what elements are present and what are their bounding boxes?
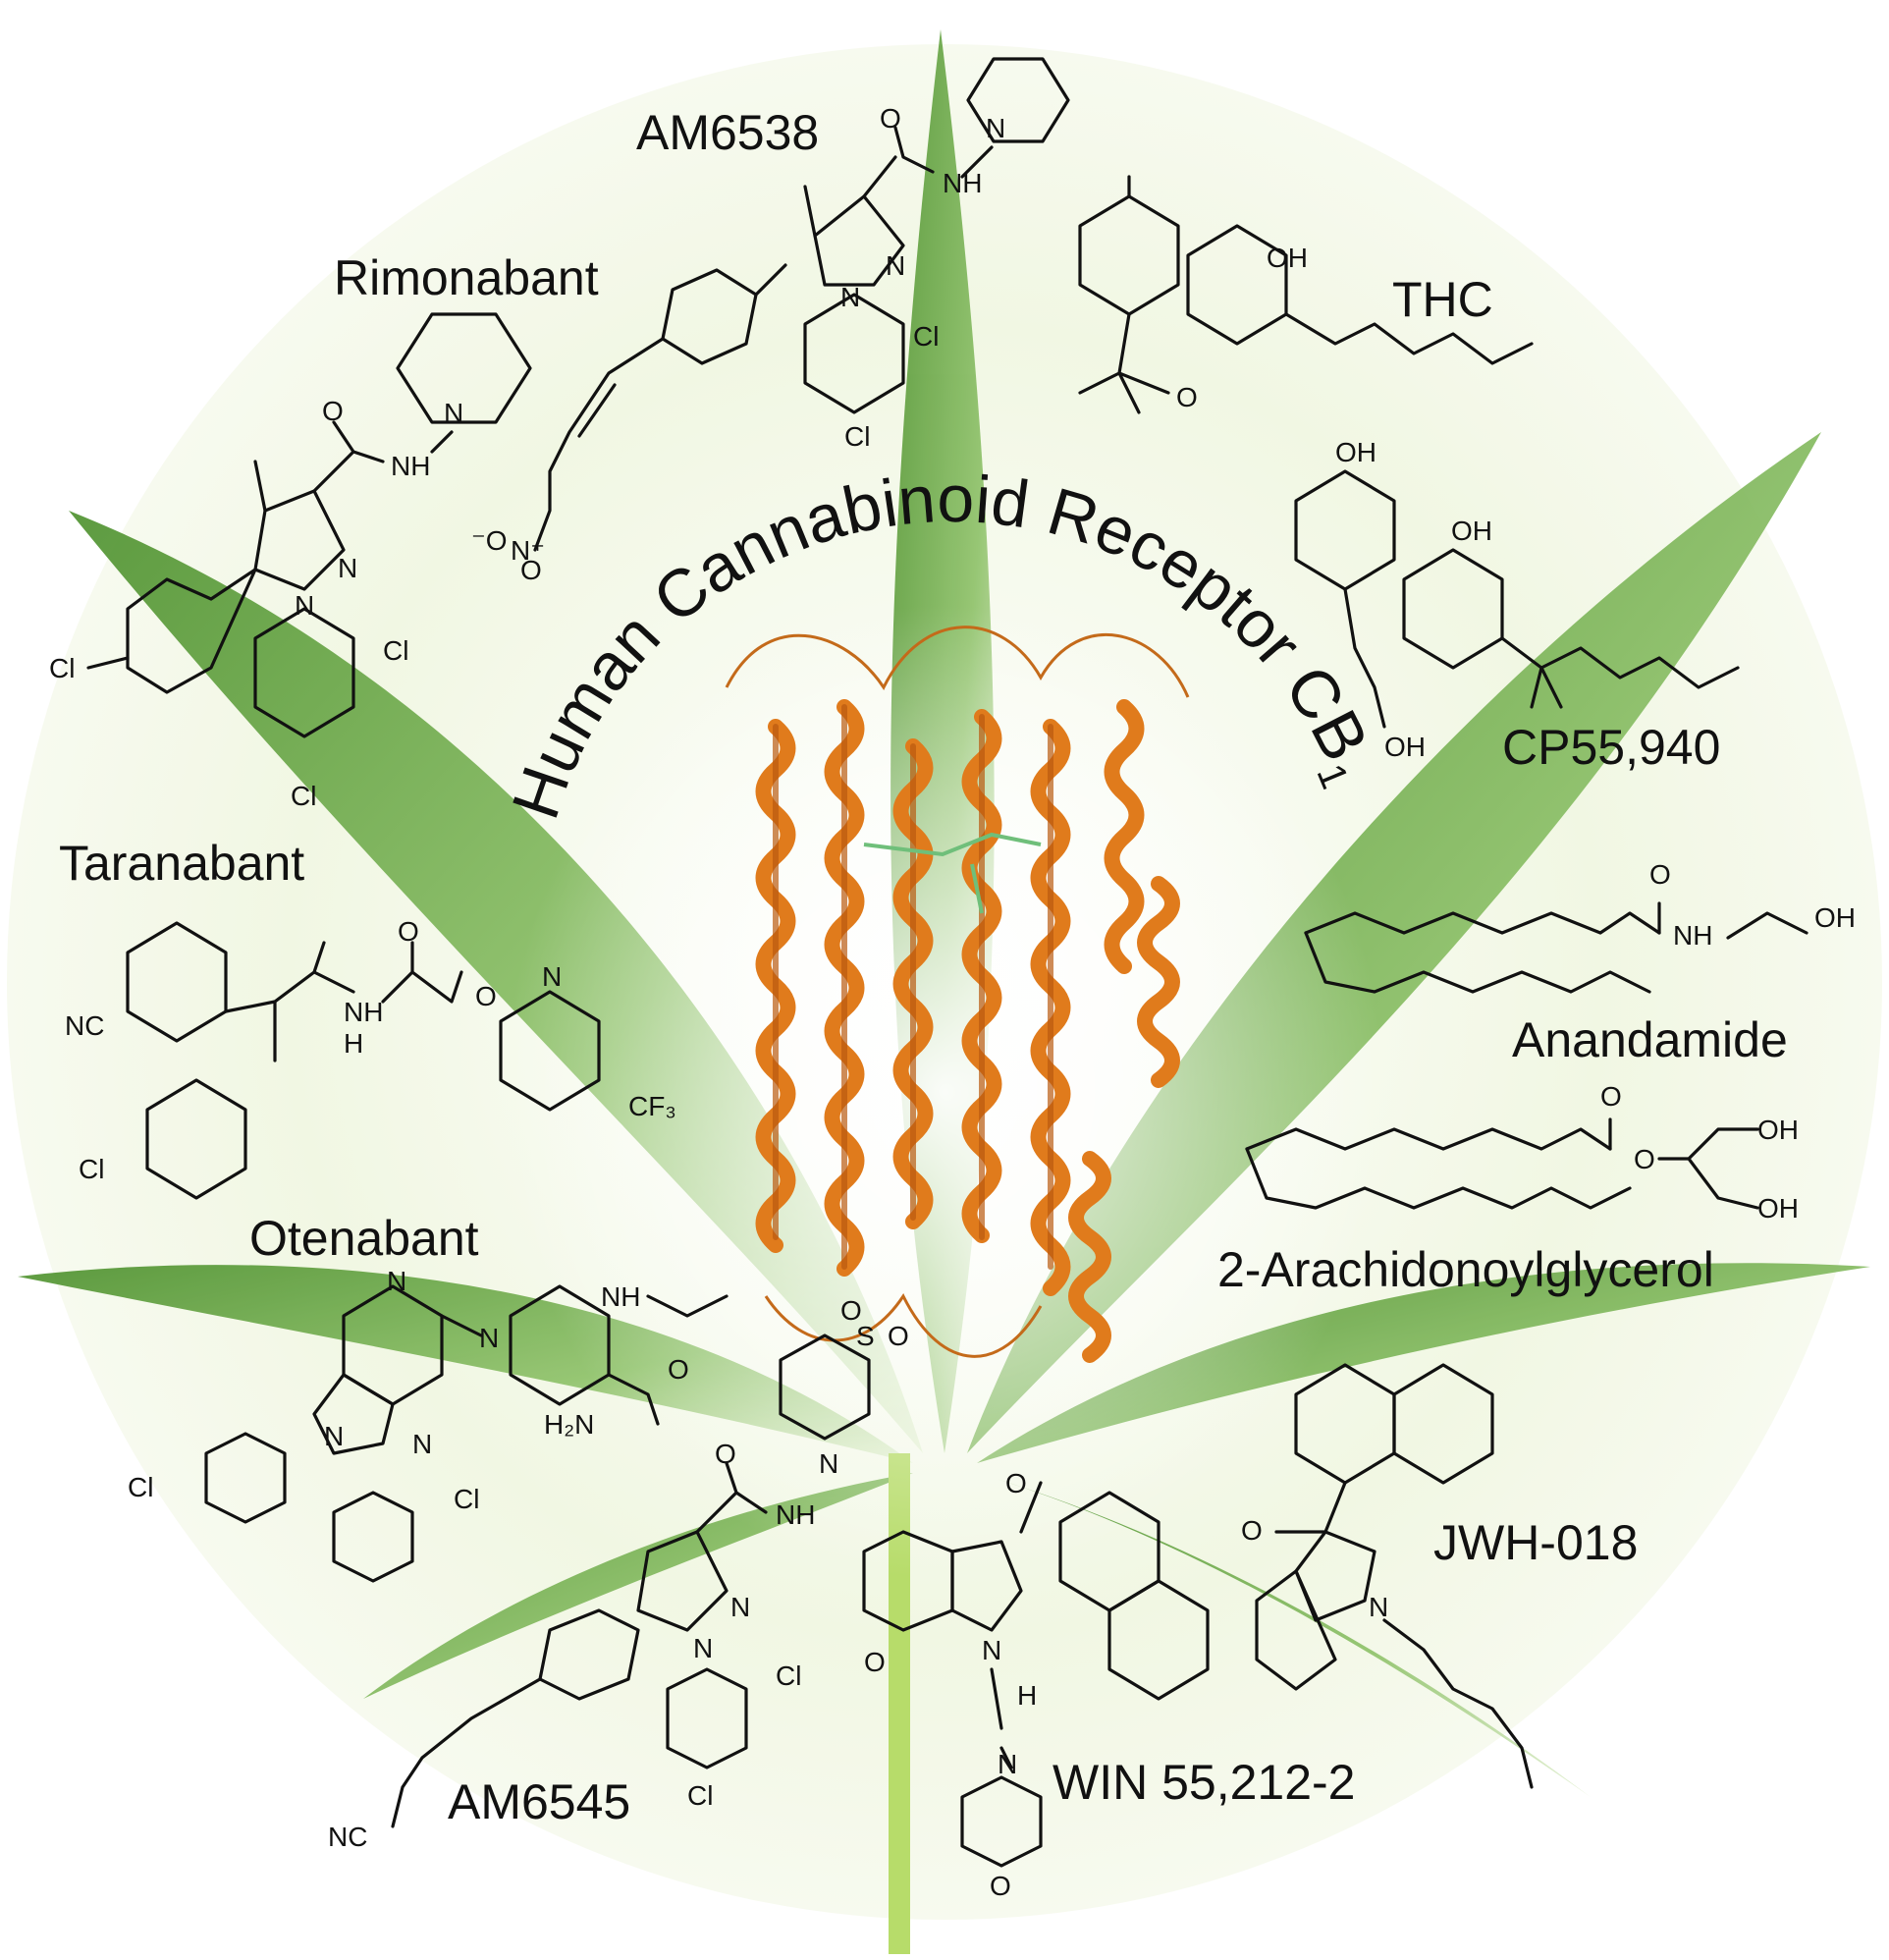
structure-anandamide: O NH OH xyxy=(1304,859,1856,994)
center-wash xyxy=(395,422,1494,1640)
svg-text:N: N xyxy=(693,1633,713,1663)
svg-text:Cl: Cl xyxy=(79,1154,104,1184)
svg-text:N: N xyxy=(986,113,1005,143)
svg-text:N: N xyxy=(295,590,314,621)
svg-text:NH: NH xyxy=(344,997,383,1027)
structure-win55212: N O H N O O xyxy=(862,1468,1210,1901)
structure-thc: OH O xyxy=(1078,175,1534,414)
svg-text:NH: NH xyxy=(776,1499,815,1530)
svg-text:NH: NH xyxy=(943,168,982,198)
svg-text:O: O xyxy=(1600,1081,1622,1112)
svg-text:Cl: Cl xyxy=(687,1780,713,1811)
label-jwh018: JWH-018 xyxy=(1433,1515,1638,1570)
structure-rimonabant: N NH O N N Cl Cl Cl xyxy=(49,312,532,811)
label-taranabant: Taranabant xyxy=(59,836,304,891)
svg-text:H: H xyxy=(344,1028,363,1059)
svg-text:O: O xyxy=(1634,1144,1655,1174)
svg-text:N: N xyxy=(998,1749,1017,1779)
svg-text:OH: OH xyxy=(1757,1115,1799,1145)
structure-jwh018: O N xyxy=(1241,1363,1534,1789)
svg-text:N: N xyxy=(444,398,463,428)
ligand-sticks xyxy=(863,832,1042,914)
svg-text:N: N xyxy=(982,1635,1001,1665)
svg-text:OH: OH xyxy=(1267,243,1308,273)
structure-otenabant: N N N N NH O H₂N Cl Cl xyxy=(128,1266,729,1583)
svg-text:OH: OH xyxy=(1814,902,1856,933)
svg-text:OH: OH xyxy=(1384,732,1426,762)
structure-2ag: O O OH OH xyxy=(1245,1081,1799,1224)
svg-text:N⁺: N⁺ xyxy=(511,535,545,566)
label-anandamide: Anandamide xyxy=(1512,1012,1788,1067)
svg-text:O: O xyxy=(1176,382,1198,412)
svg-text:N: N xyxy=(387,1266,406,1296)
structure-am6545: S O O N NH O N N NC Cl Cl xyxy=(328,1295,909,1852)
svg-text:Cl: Cl xyxy=(49,653,75,683)
svg-text:NC: NC xyxy=(65,1010,104,1041)
svg-text:CF₃: CF₃ xyxy=(628,1091,676,1121)
svg-text:OH: OH xyxy=(1757,1193,1799,1224)
svg-text:OH: OH xyxy=(1335,437,1376,467)
svg-text:O: O xyxy=(475,981,497,1011)
label-cp55940: CP55,940 xyxy=(1502,720,1720,775)
svg-text:Cl: Cl xyxy=(844,421,870,452)
svg-text:N: N xyxy=(479,1323,499,1353)
svg-text:Cl: Cl xyxy=(128,1472,153,1502)
svg-text:N: N xyxy=(886,250,905,281)
svg-text:O: O xyxy=(990,1871,1011,1901)
svg-text:N: N xyxy=(324,1421,344,1451)
svg-text:O: O xyxy=(398,916,419,947)
svg-text:N: N xyxy=(819,1448,838,1479)
svg-text:N: N xyxy=(1369,1592,1388,1622)
svg-text:O: O xyxy=(520,555,542,585)
helix-bundle xyxy=(755,699,1180,1363)
svg-text:N: N xyxy=(338,553,357,583)
svg-text:H: H xyxy=(1017,1680,1037,1711)
label-thc: THC xyxy=(1392,272,1493,327)
svg-text:NC: NC xyxy=(328,1822,367,1852)
svg-text:S: S xyxy=(856,1321,875,1351)
svg-text:O: O xyxy=(880,103,901,134)
svg-text:O: O xyxy=(715,1439,736,1469)
label-am6538: AM6538 xyxy=(636,105,819,160)
svg-text:N: N xyxy=(412,1429,432,1459)
svg-text:OH: OH xyxy=(1451,516,1492,546)
svg-text:H₂N: H₂N xyxy=(544,1409,594,1440)
svg-text:Cl: Cl xyxy=(913,321,939,352)
label-2-arachidonoylglycerol: 2-Arachidonoylglycerol xyxy=(1217,1242,1714,1297)
svg-text:N: N xyxy=(730,1592,750,1622)
svg-text:N: N xyxy=(542,961,562,992)
svg-text:O: O xyxy=(668,1354,689,1385)
structure-cp55940: OH OH OH xyxy=(1294,437,1740,762)
svg-text:O: O xyxy=(888,1321,909,1351)
svg-text:⁻O: ⁻O xyxy=(471,525,508,556)
leaflet-mid-left xyxy=(18,1265,913,1463)
svg-text:O: O xyxy=(840,1295,862,1326)
label-am6545: AM6545 xyxy=(448,1774,630,1829)
svg-text:Cl: Cl xyxy=(776,1661,801,1691)
structure-am6538: N NH O N N O N⁺ ⁻O Cl Cl xyxy=(471,57,1070,585)
svg-text:O: O xyxy=(1241,1515,1263,1546)
svg-text:Cl: Cl xyxy=(454,1484,479,1514)
svg-text:NH: NH xyxy=(601,1281,640,1312)
svg-text:Cl: Cl xyxy=(383,635,408,666)
cb1-receptor-protein xyxy=(725,626,1190,1363)
label-win55212: WIN 55,212-2 xyxy=(1052,1755,1355,1810)
svg-text:O: O xyxy=(864,1647,886,1677)
structure-taranabant: NC Cl NH H O O N CF₃ xyxy=(65,916,676,1200)
svg-text:O: O xyxy=(322,396,344,426)
svg-text:Cl: Cl xyxy=(291,781,316,811)
svg-text:O: O xyxy=(1649,859,1671,890)
svg-text:NH: NH xyxy=(391,451,430,481)
label-rimonabant: Rimonabant xyxy=(334,250,599,305)
label-otenabant: Otenabant xyxy=(249,1211,479,1266)
svg-text:O: O xyxy=(1005,1468,1027,1498)
svg-text:NH: NH xyxy=(1673,920,1712,951)
